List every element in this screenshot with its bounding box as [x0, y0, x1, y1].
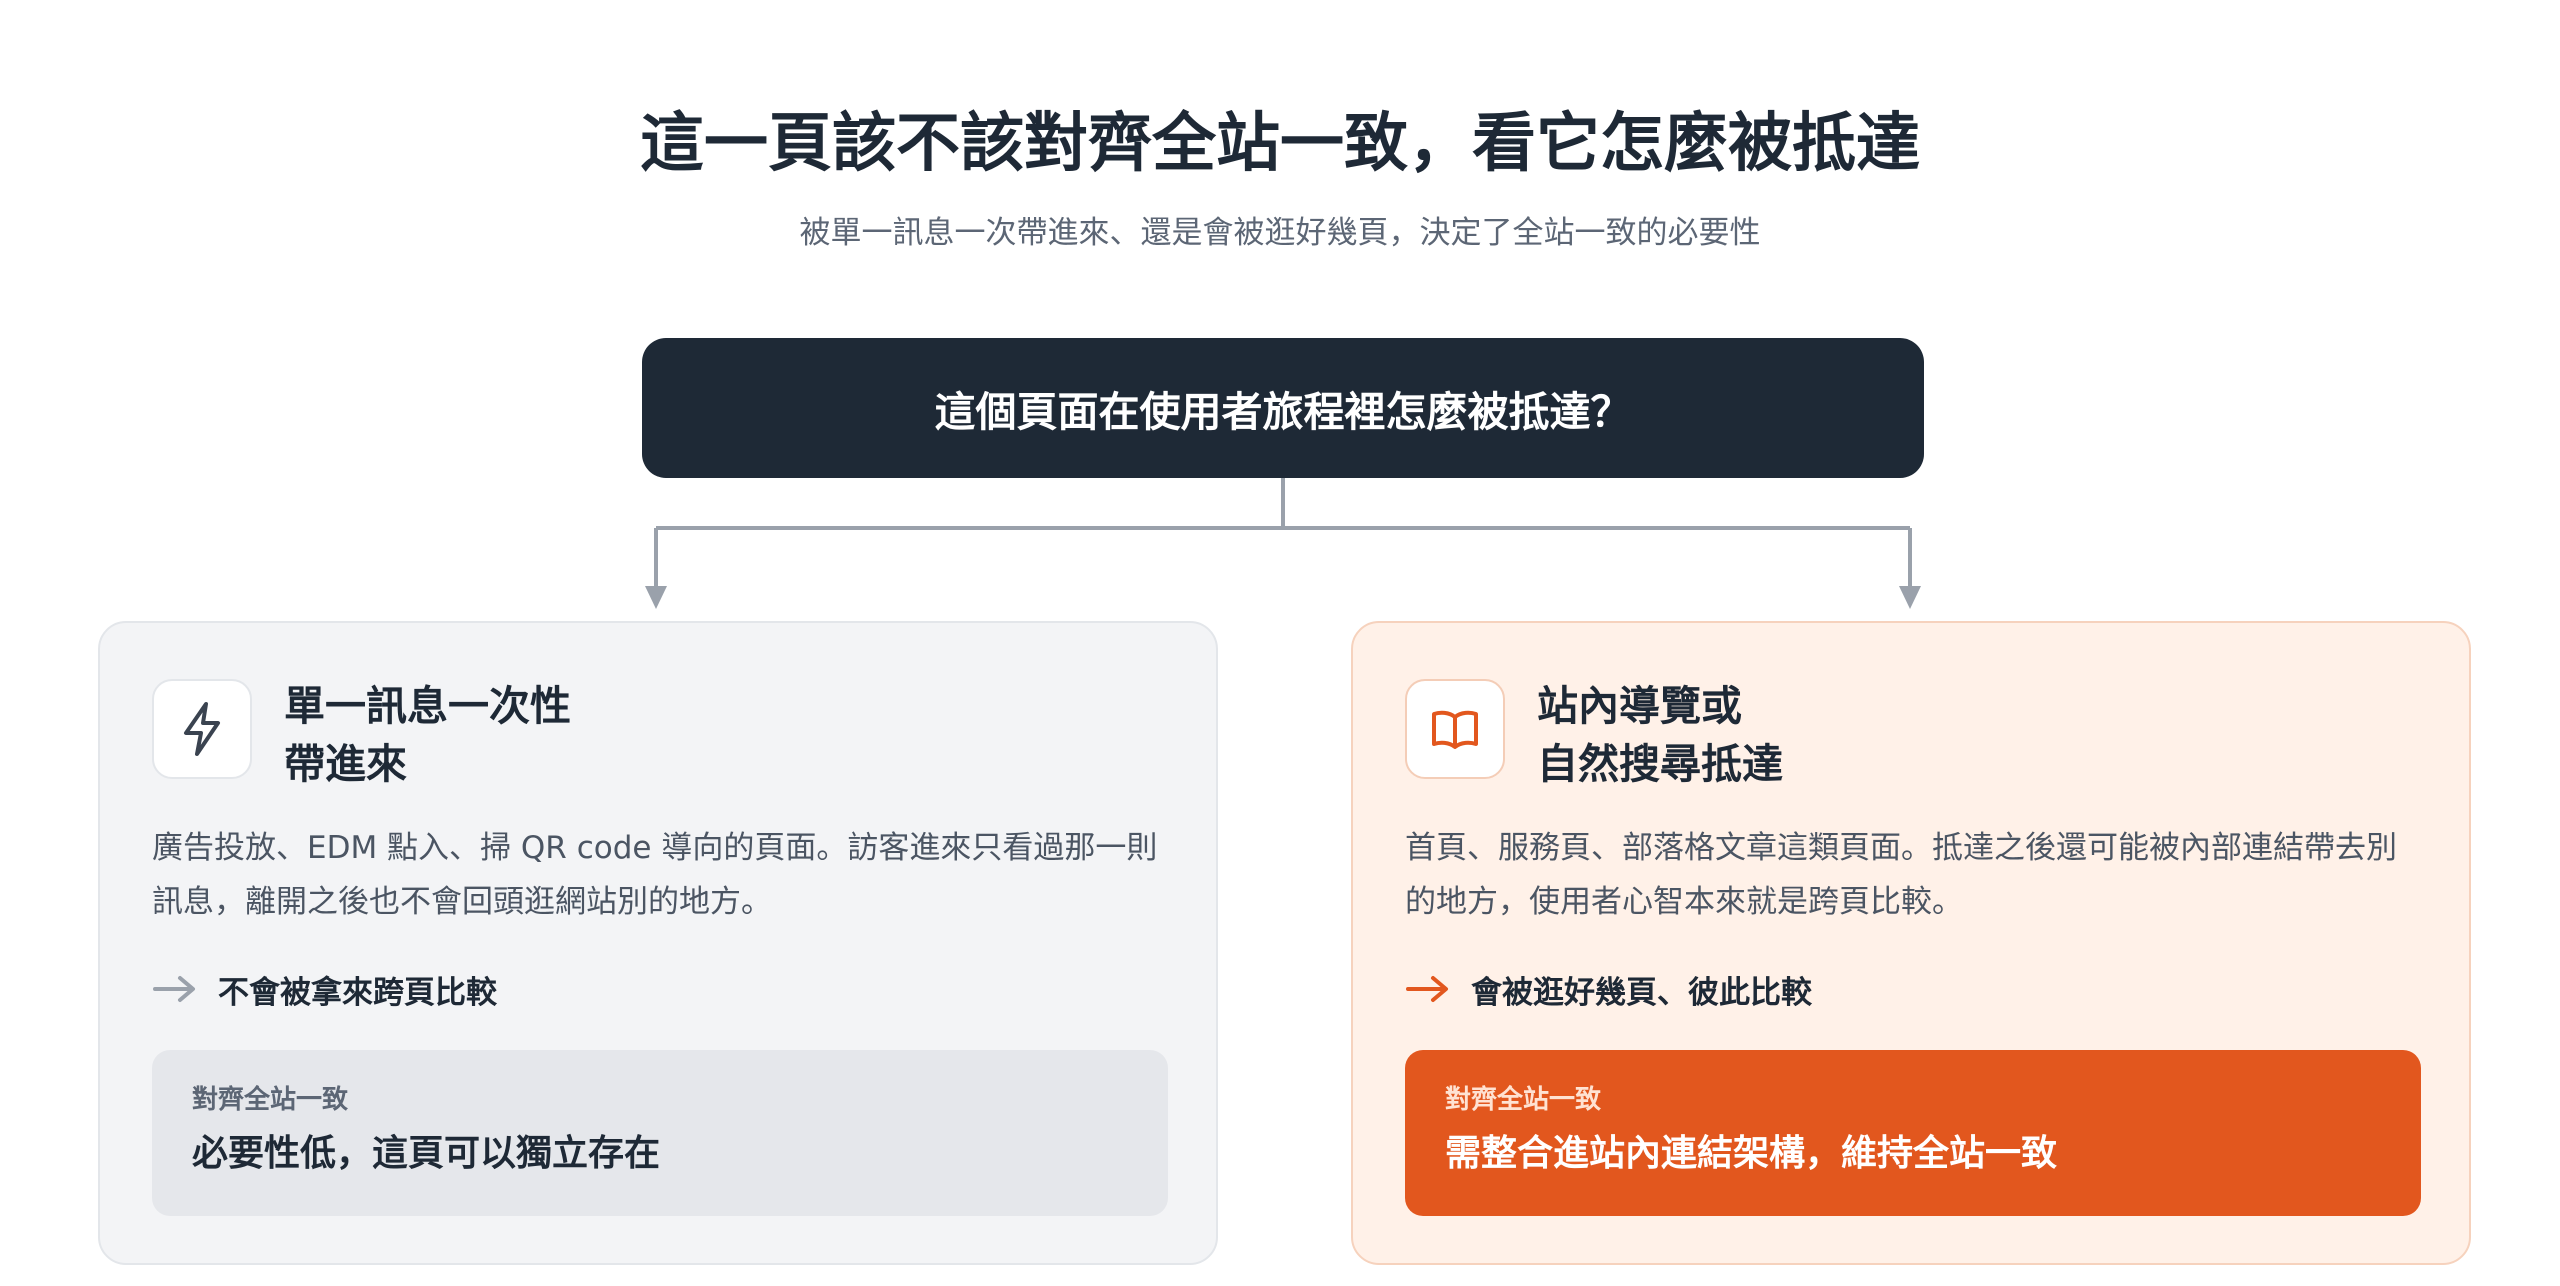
card-single-message: 單一訊息一次性 帶進來 廣告投放、EDM 點入、掃 QR code 導向的頁面。… — [98, 621, 1218, 1265]
card-outcome: 會被逛好幾頁、彼此比較 — [1405, 967, 1812, 1011]
card-title-line1: 單一訊息一次性 — [284, 682, 571, 730]
card-icon-box — [1405, 679, 1505, 779]
card-title-line2: 帶進來 — [284, 740, 407, 788]
verdict-label: 對齊全站一致 — [1445, 1085, 1602, 1115]
verdict-box: 對齊全站一致 需整合進站內連結架構，維持全站一致 — [1405, 1050, 2421, 1216]
arrowhead-left — [645, 586, 667, 609]
card-title: 站內導覽或 自然搜尋抵達 — [1537, 677, 2237, 793]
card-description: 首頁、服務頁、部落格文章這類頁面。抵達之後還可能被內部連結帶去別的地方，使用者心… — [1405, 830, 2397, 920]
verdict-box: 對齊全站一致 必要性低，這頁可以獨立存在 — [152, 1050, 1168, 1216]
verdict-text: 需整合進站內連結架構，維持全站一致 — [1445, 1133, 2058, 1174]
card-description: 廣告投放、EDM 點入、掃 QR code 導向的頁面。訪客進來只看過那一則訊息… — [152, 830, 1158, 920]
verdict-label: 對齊全站一致 — [192, 1085, 349, 1115]
card-title: 單一訊息一次性 帶進來 — [284, 677, 984, 793]
card-site-navigation: 站內導覽或 自然搜尋抵達 首頁、服務頁、部落格文章這類頁面。抵達之後還可能被內部… — [1351, 621, 2471, 1265]
card-title-line2: 自然搜尋抵達 — [1537, 740, 1783, 788]
open-book-icon — [1432, 710, 1478, 749]
verdict-text: 必要性低，這頁可以獨立存在 — [192, 1133, 661, 1174]
page-subtitle: 被單一訊息一次帶進來、還是會被逛好幾頁，決定了全站一致的必要性 — [799, 215, 1761, 251]
question-box: 這個頁面在使用者旅程裡怎麼被抵達？ — [642, 338, 1924, 478]
lightning-icon — [184, 702, 220, 756]
card-outcome: 不會被拿來跨頁比較 — [152, 967, 497, 1011]
arrowhead-right — [1899, 586, 1921, 609]
page-title: 這一頁該不該對齊全站一致，看它怎麼被抵達 — [640, 107, 1920, 181]
card-title-line1: 站內導覽或 — [1537, 682, 1742, 730]
arrow-right-icon — [1405, 974, 1451, 1004]
arrow-right-icon — [152, 974, 198, 1004]
card-outcome-text: 不會被拿來跨頁比較 — [218, 974, 497, 1011]
card-icon-box — [152, 679, 252, 779]
question-text: 這個頁面在使用者旅程裡怎麼被抵達？ — [934, 388, 1632, 436]
card-outcome-text: 會被逛好幾頁、彼此比較 — [1471, 974, 1812, 1011]
